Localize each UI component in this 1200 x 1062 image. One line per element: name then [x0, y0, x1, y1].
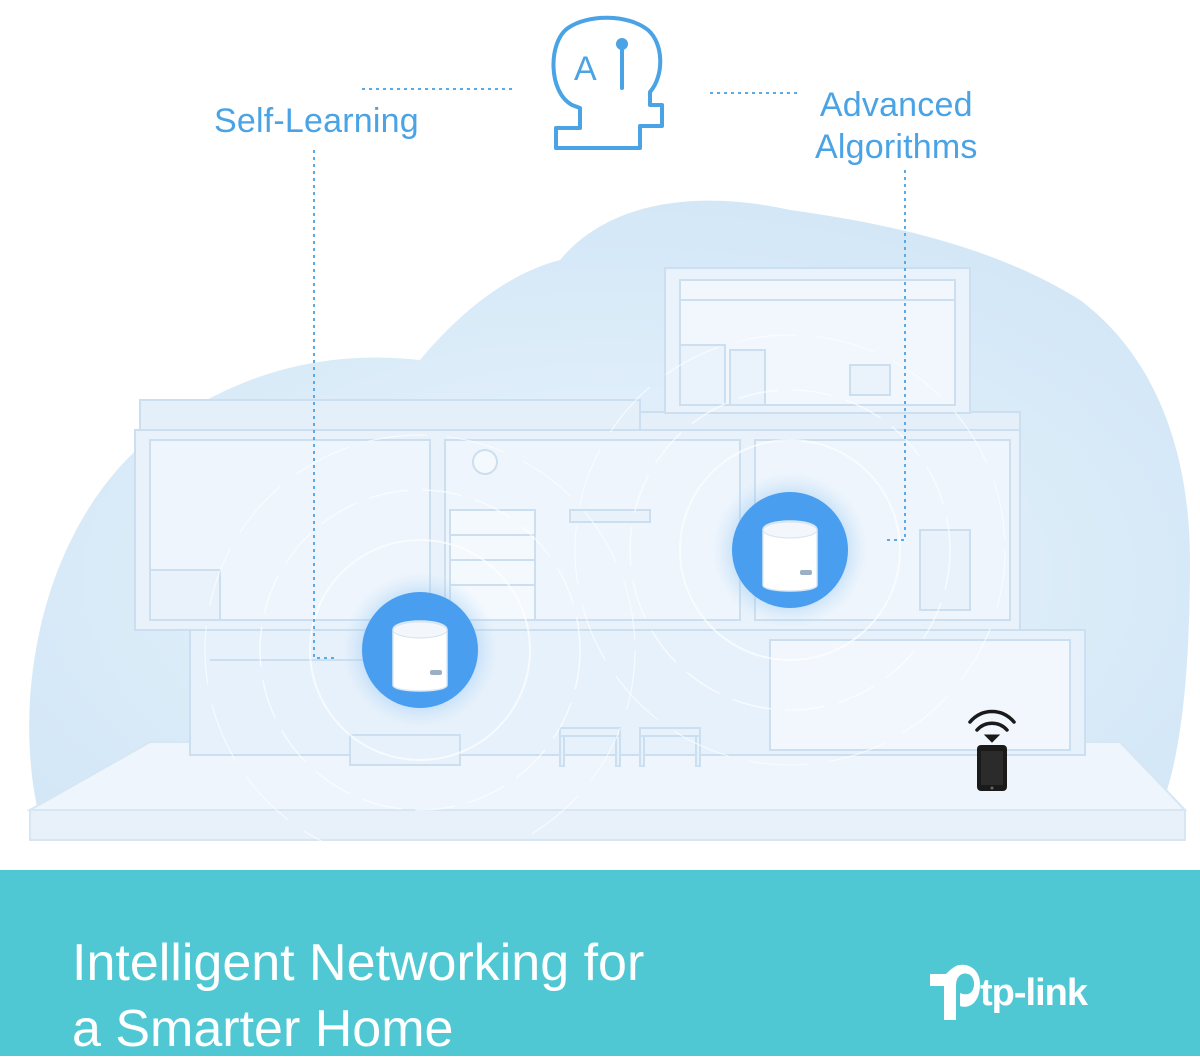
- top-room: [664, 267, 971, 414]
- advanced-label-line1: Advanced: [819, 86, 973, 124]
- headline-line2: a Smarter Home: [72, 1000, 454, 1058]
- mesh-unit-icon: [712, 472, 868, 628]
- advanced-algorithms-label: Advanced Algorithms: [815, 84, 978, 168]
- signal-rings: [204, 334, 1006, 866]
- advanced-label-line2: Algorithms: [815, 128, 978, 166]
- ground-floor: [189, 629, 1086, 767]
- tp-link-logo-icon: [930, 964, 980, 1020]
- wifi-icon: [968, 709, 1016, 743]
- bottom-banner: [0, 870, 1200, 1056]
- middle-floor: [134, 429, 1021, 631]
- mesh-unit-icon: [342, 572, 498, 728]
- ai-letter: A: [574, 50, 597, 88]
- house-base: [26, 741, 1188, 841]
- hero-illustration: A Self-Learning: [26, 15, 1191, 866]
- ai-head-icon: [551, 15, 664, 150]
- smartphone-icon: [977, 745, 1007, 791]
- self-learning-label: Self-Learning: [214, 102, 419, 140]
- brand-name: tp-link: [980, 972, 1088, 1014]
- roof-strip: [139, 399, 1021, 431]
- house-illustration: A: [26, 15, 1191, 866]
- headline: Intelligent Networking for a Smarter Hom…: [72, 930, 644, 1062]
- headline-line1: Intelligent Networking for: [72, 934, 645, 992]
- brand-logo: tp-link: [922, 962, 1142, 1042]
- connector-lines: [313, 88, 906, 659]
